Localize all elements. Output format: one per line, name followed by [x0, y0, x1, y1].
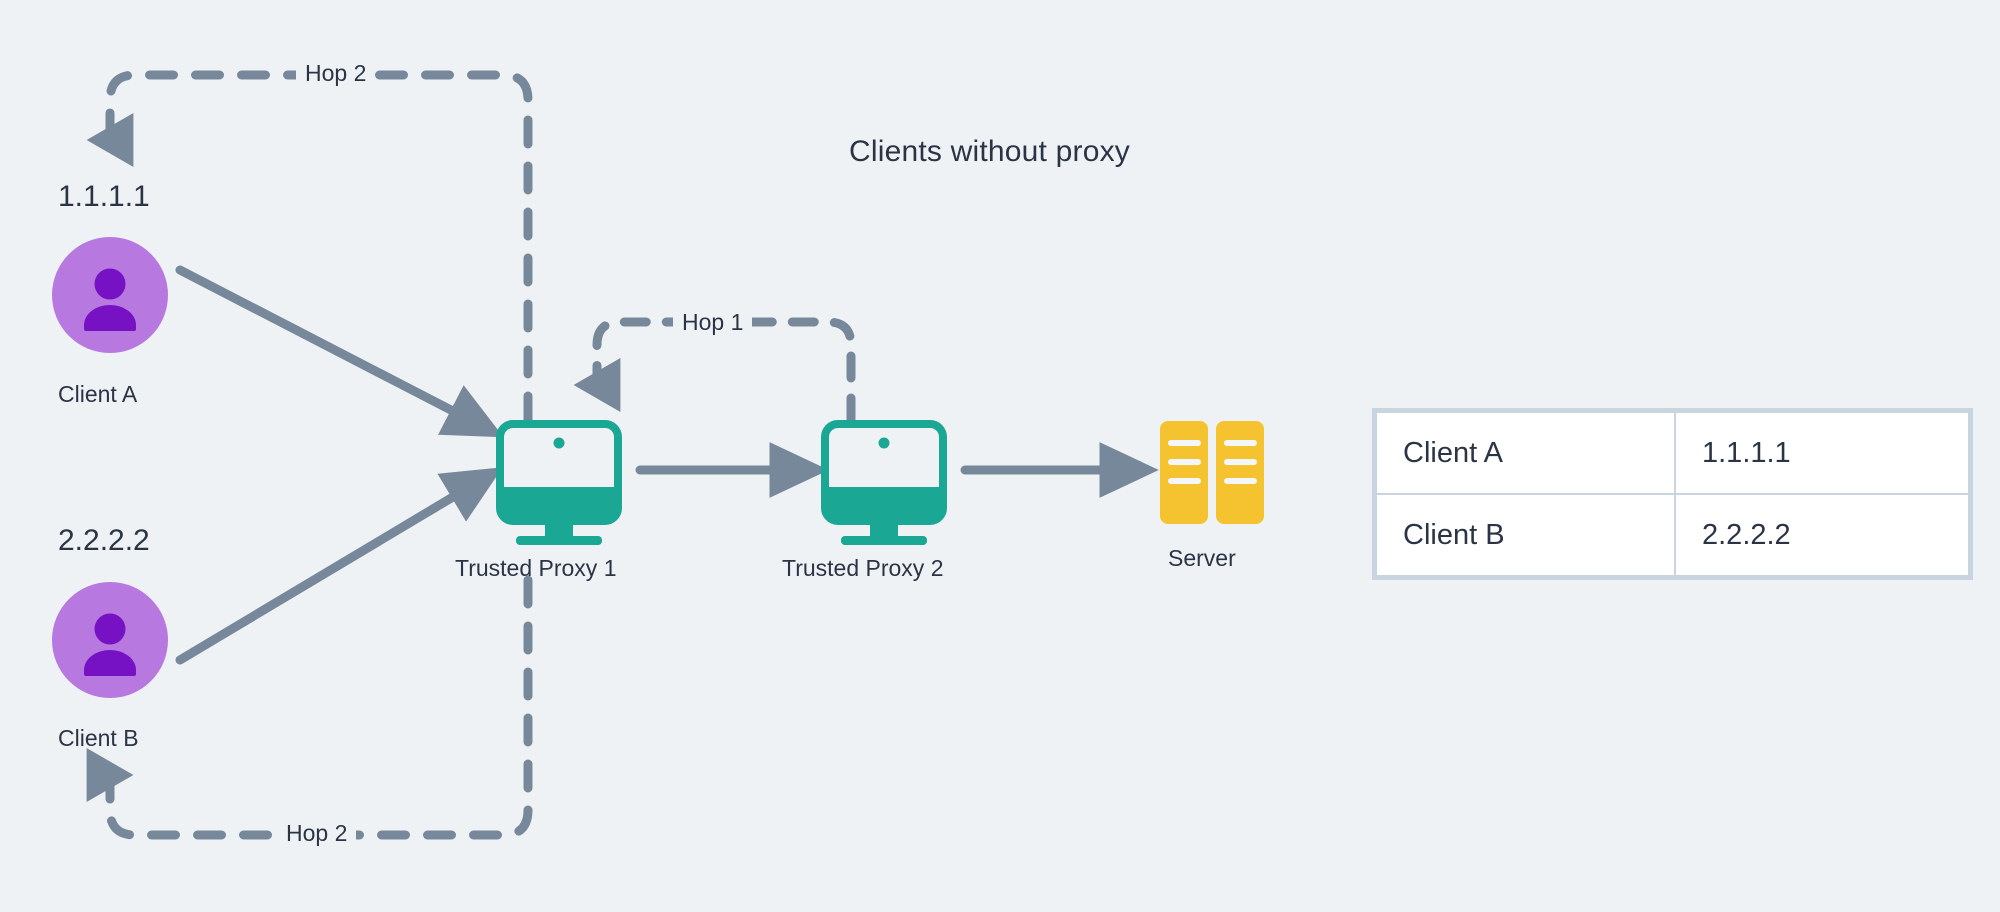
client-b-avatar[interactable] — [52, 582, 168, 698]
server-icon[interactable] — [1160, 421, 1264, 524]
page-title: Clients without proxy — [849, 135, 1130, 168]
hop2-top-label: Hop 2 — [296, 60, 376, 87]
hop2-top-path — [86, 70, 533, 425]
trusted-proxy-2-icon[interactable] — [821, 420, 947, 545]
table-cell-client: Client B — [1375, 493, 1676, 577]
server-label: Server — [1168, 545, 1236, 571]
hop1-label: Hop 1 — [673, 309, 753, 336]
table-cell-ip: 1.1.1.1 — [1674, 411, 1970, 495]
trusted-proxy-1-icon[interactable] — [496, 420, 622, 545]
hop1-path — [573, 317, 856, 425]
trusted-proxy-1-label: Trusted Proxy 1 — [455, 555, 617, 581]
client-a-ip-label: 1.1.1.1 — [58, 180, 150, 213]
table-cell-ip: 2.2.2.2 — [1674, 493, 1970, 577]
table-cell-client: Client A — [1375, 411, 1676, 495]
client-b-label: Client B — [58, 725, 139, 751]
client-b-to-proxy1-arrow — [175, 467, 503, 665]
table-row: Client A 1.1.1.1 — [1375, 411, 1970, 495]
client-b-ip-label: 2.2.2.2 — [58, 524, 150, 557]
hop2-bottom-label: Hop 2 — [277, 820, 357, 847]
trusted-proxy-2-label: Trusted Proxy 2 — [782, 555, 944, 581]
client-a-avatar[interactable] — [52, 237, 168, 353]
client-a-to-proxy1-arrow — [175, 265, 504, 438]
client-ip-table: Client A 1.1.1.1 Client B 2.2.2.2 — [1375, 411, 1970, 577]
hop2-bottom-path — [86, 575, 533, 840]
client-a-label: Client A — [58, 381, 138, 407]
table-row: Client B 2.2.2.2 — [1375, 493, 1970, 577]
